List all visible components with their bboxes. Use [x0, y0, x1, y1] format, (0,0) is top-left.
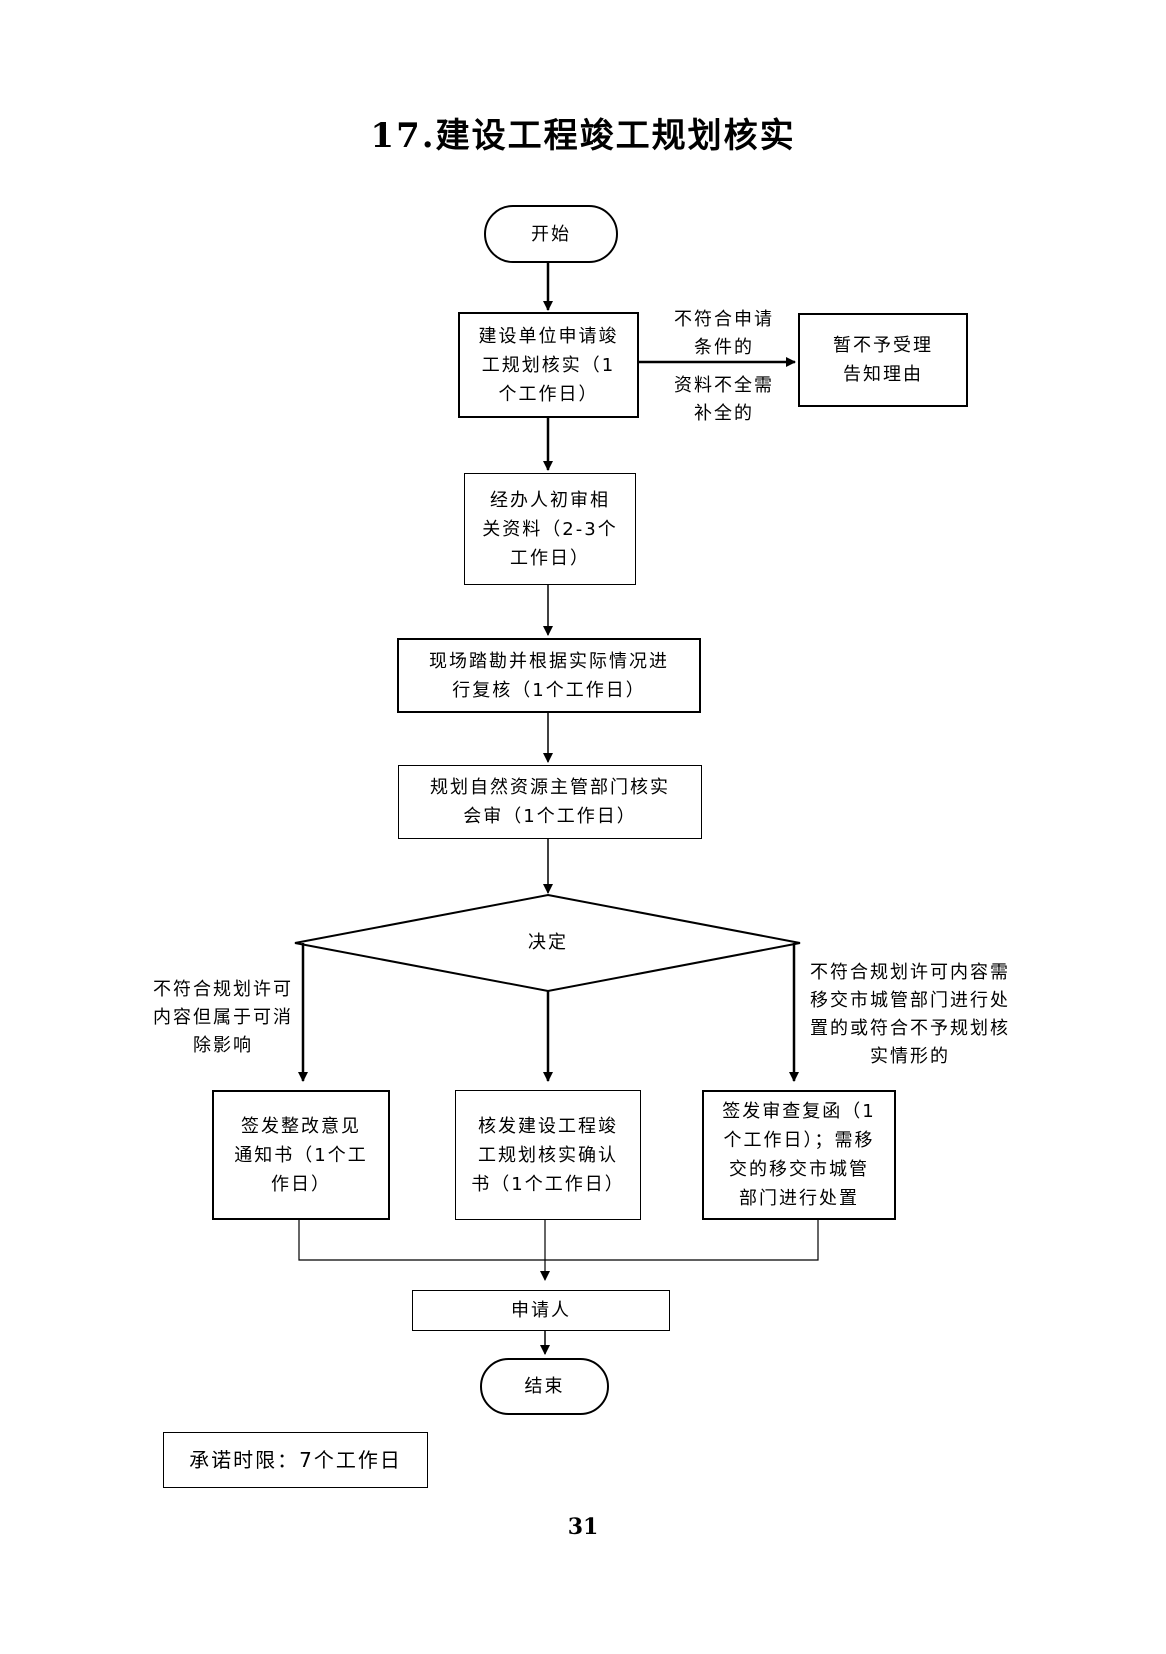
- site-check-node: 现场踏勘并根据实际情况进行复核（1个工作日）: [397, 638, 701, 713]
- initial-review-node: 经办人初审相关资料（2-3个工作日）: [464, 473, 636, 585]
- time-limit-box: 承诺时限：7个工作日: [163, 1432, 428, 1488]
- right-branch-label: 不符合规划许可内容需移交市城管部门进行处置的或符合不予规划核实情形的: [810, 962, 1010, 1067]
- start-node: 开始: [484, 205, 618, 263]
- confirmation-node: 核发建设工程竣工规划核实确认书（1个工作日）: [455, 1090, 641, 1220]
- rectify-notice-node: 签发整改意见通知书（1个工作日）: [212, 1090, 390, 1220]
- joint-review-node: 规划自然资源主管部门核实会审（1个工作日）: [398, 765, 702, 839]
- applicant-node: 申请人: [412, 1290, 670, 1331]
- left-branch-label: 不符合规划许可内容但属于可消除影响: [153, 979, 293, 1056]
- reject-condition-label: 不符合申请条件的: [674, 309, 774, 358]
- page-number: 31: [567, 1514, 599, 1540]
- incomplete-materials-label: 资料不全需补全的: [674, 375, 774, 424]
- page-title: 17.建设工程竣工规划核实: [370, 116, 796, 156]
- reject-node: 暂不予受理告知理由: [798, 313, 968, 407]
- end-node: 结束: [480, 1358, 609, 1415]
- merge-lines: [298, 1219, 819, 1261]
- decision-label: 决定: [528, 932, 568, 953]
